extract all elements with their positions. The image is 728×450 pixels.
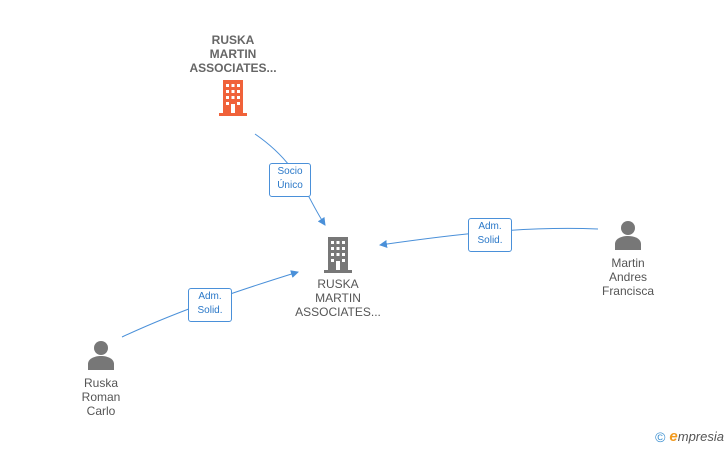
person-node-left[interactable]: Ruska Roman Carlo xyxy=(61,340,141,418)
company-node-center[interactable]: RUSKA MARTIN ASSOCIATES... xyxy=(278,237,398,319)
footer-brand: © empresia xyxy=(655,428,724,445)
building-icon xyxy=(219,80,247,116)
building-icon xyxy=(324,237,352,273)
person-icon xyxy=(88,341,114,370)
copyright-symbol: © xyxy=(655,428,666,445)
company-node-top[interactable]: RUSKA MARTIN ASSOCIATES... xyxy=(170,33,296,116)
person-right-label: Martin Andres Francisca xyxy=(601,256,654,298)
edge-label-adm-right: Adm. Solid. xyxy=(468,218,512,252)
brand-logo: empresia xyxy=(669,428,724,445)
brand-e: e xyxy=(669,428,678,445)
person-left-label: Ruska Roman Carlo xyxy=(81,376,121,418)
brand-rest: mpresia xyxy=(677,429,724,444)
company-center-label: RUSKA MARTIN ASSOCIATES... xyxy=(295,277,381,319)
edge-label-socio: Socio Único xyxy=(269,163,311,197)
company-top-label: RUSKA MARTIN ASSOCIATES... xyxy=(189,33,277,75)
person-node-right[interactable]: Martin Andres Francisca xyxy=(588,220,668,298)
edge-label-adm-left: Adm. Solid. xyxy=(188,288,232,322)
person-icon xyxy=(615,221,641,250)
